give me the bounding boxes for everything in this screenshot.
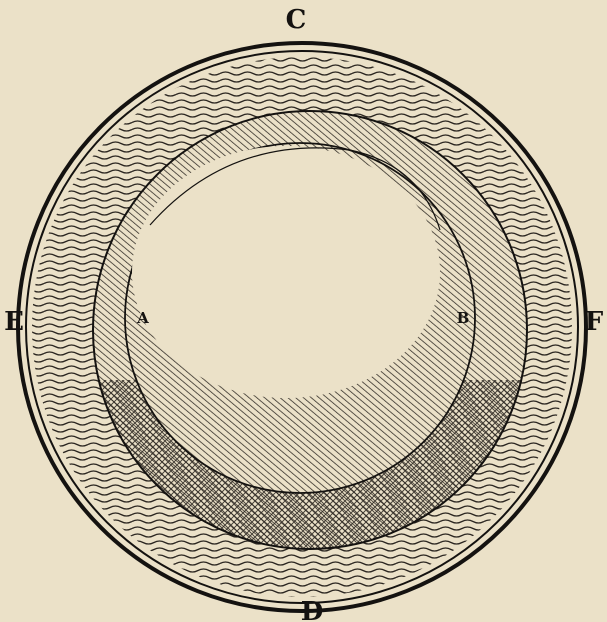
label-a: A — [136, 309, 149, 327]
label-e: E — [4, 307, 24, 337]
inner-disc — [132, 146, 440, 398]
label-d: D — [301, 597, 324, 622]
label-c: C — [286, 5, 307, 35]
label-f: F — [585, 307, 604, 337]
label-b: B — [457, 309, 470, 327]
